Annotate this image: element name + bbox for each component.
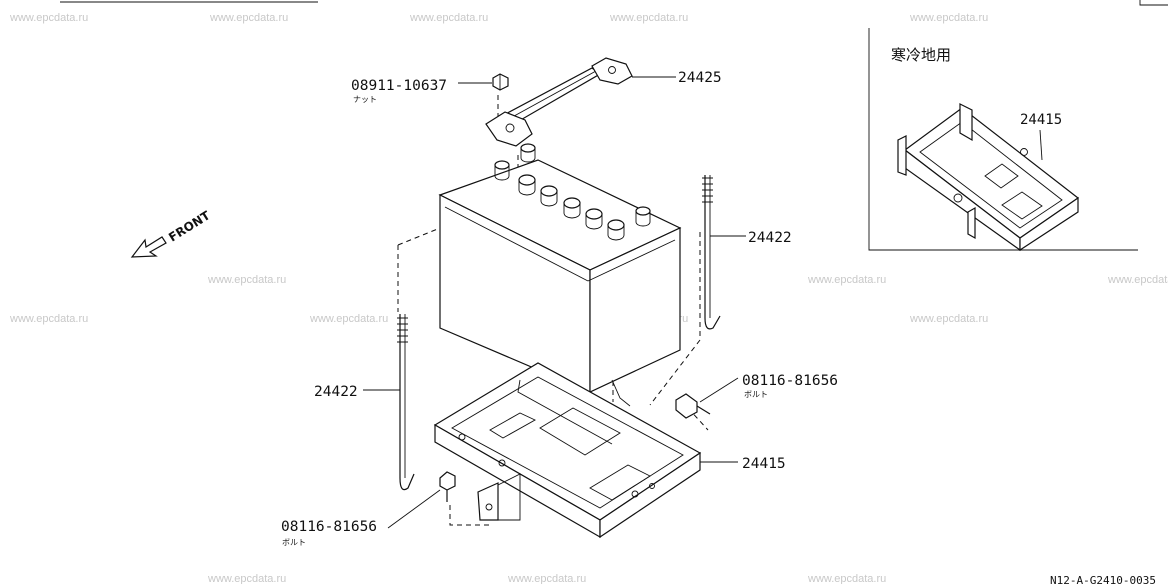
- inset-part-number: 24415: [1020, 112, 1062, 128]
- part-number-hold-down-clamp: 24425: [678, 70, 722, 86]
- inset-tray: [897, 103, 1080, 252]
- inset-cold-climate: 寒冷地用 24415: [868, 28, 1138, 252]
- watermark: www.epcdata.ru: [207, 274, 286, 286]
- hold-down-rod-left: [397, 314, 415, 491]
- watermark: www.epcdata.ru: [909, 313, 988, 325]
- front-arrow: FRONT: [130, 208, 213, 258]
- watermark: www.epcdata.ru: [807, 274, 886, 286]
- battery: [438, 143, 682, 393]
- inset-title: 寒冷地用: [891, 46, 951, 64]
- watermark: www.epcdata.ru: [609, 12, 688, 24]
- watermark: www.epcdata.ru: [207, 573, 286, 584]
- part-name-bolt-right: ボルト: [744, 390, 768, 399]
- watermark: www.epcdata.ru: [309, 313, 388, 325]
- watermark: www.epcdata.ru: [9, 12, 88, 24]
- front-label: FRONT: [166, 208, 213, 245]
- front-arrow-icon: [130, 236, 167, 258]
- hold-down-rod-right: [702, 175, 721, 330]
- drawing-code: N12-A-G2410-0035: [1050, 574, 1156, 584]
- leader-lines: [363, 76, 746, 529]
- frame-corner: [1139, 0, 1168, 6]
- tray-slot: [539, 407, 621, 456]
- watermark: www.epcdata.ru: [409, 12, 488, 24]
- part-number-rod-left: 24422: [314, 384, 358, 400]
- watermark: www.epcdata.ru: [1107, 274, 1168, 286]
- bolt-right: [675, 393, 711, 419]
- part-name-nut: ナット: [353, 95, 377, 104]
- watermark: www.epcdata.ru: [209, 12, 288, 24]
- part-number-bolt-left: 08116-81656: [281, 519, 377, 535]
- battery-tray: [433, 362, 702, 539]
- bolt-left: [439, 471, 456, 502]
- part-number-tray: 24415: [742, 456, 786, 472]
- battery-caps: [518, 174, 625, 241]
- battery-terminals: [494, 143, 651, 227]
- part-number-nut: 08911-10637: [351, 78, 447, 94]
- watermark: www.epcdata.ru: [9, 313, 88, 325]
- part-name-bolt-left: ボルト: [282, 538, 306, 547]
- hold-down-clamp: [485, 57, 633, 147]
- part-number-rod-right: 24422: [748, 230, 792, 246]
- nut: [492, 73, 509, 91]
- inset-frame: [868, 28, 1138, 251]
- watermark: www.epcdata.ru: [909, 12, 988, 24]
- watermark: www.epcdata.ru: [507, 573, 586, 584]
- watermark: www.epcdata.ru: [807, 573, 886, 584]
- part-number-bolt-right: 08116-81656: [742, 373, 838, 389]
